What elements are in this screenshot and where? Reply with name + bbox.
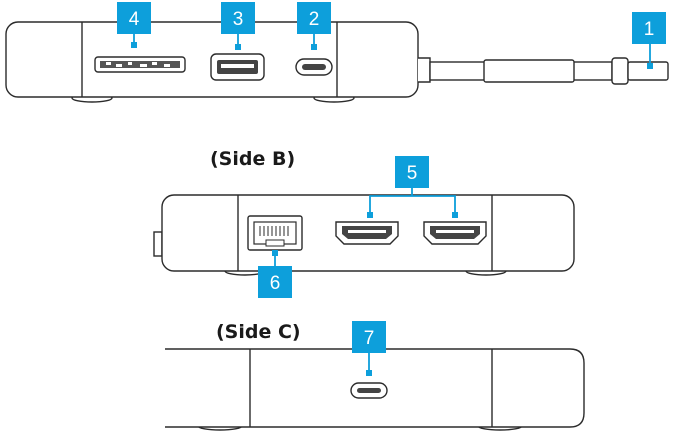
side-a-cable-connector [611,57,629,85]
side-c-title: (Side C) [216,321,301,343]
side-a-cable-tip [627,61,669,81]
usb-c-power-port [350,382,388,399]
callout-7: 7 [352,321,386,353]
side-b-cable-stub [153,231,163,257]
usb-a-port [210,53,265,81]
side-b-title: (Side B) [210,148,295,170]
callout-7-label: 7 [364,328,375,349]
callout-3: 3 [221,2,255,34]
usb-c-port [295,58,333,76]
callout-4-label: 4 [129,9,140,30]
sd-card-slot [94,56,186,73]
callout-1: 1 [632,12,666,44]
side-a-cable-strain-relief [418,57,431,83]
callout-6-label: 6 [270,273,281,294]
callout-3-label: 3 [233,9,244,30]
callout-2-label: 2 [309,9,320,30]
callout-4: 4 [117,2,151,34]
hdmi-port-left [335,221,399,245]
callout-5-label: 5 [407,163,418,184]
callout-6: 6 [258,266,292,298]
callout-1-label: 1 [644,19,655,40]
callout-dots [131,42,653,376]
ethernet-port [247,215,303,251]
hdmi-port-right [423,221,487,245]
callout-2: 2 [297,2,331,34]
callout-5: 5 [395,156,429,188]
side-a-cable-sleeve [483,59,575,83]
